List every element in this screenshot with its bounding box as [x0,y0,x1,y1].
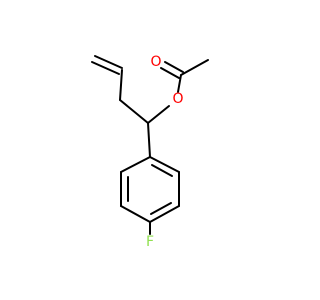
bond-ring-3 [149,205,180,223]
bond-carbonyl-double-a [160,67,180,79]
bond-ester-oxygen-to-carbonyl [177,74,182,93]
bond-ring-3-inner [150,202,172,215]
bond-ring-6 [120,156,151,173]
carbonyl-oxygen-label: O [150,54,161,70]
bond-ring-1-inner [151,164,173,177]
bond-vinyl-double-a [91,61,120,75]
bond-methine-to-ester-oxygen [147,105,170,124]
bond-carbonyl-to-methyl [180,59,209,76]
bond-ring-4 [120,205,151,223]
bond-allyl-to-methine [119,99,149,124]
bond-ring-1 [149,156,180,173]
bond-methine-to-ring [147,122,151,158]
atom-labels: O O F [146,54,184,250]
bonds [91,55,209,235]
molecule-structure: O O F [91,54,209,250]
ester-oxygen-label: O [172,91,183,107]
bond-carbonyl-double-b [164,61,184,73]
bond-vinyl-double-b [94,55,123,69]
bond-vinyl-to-allyl [119,69,123,101]
fluorine-label: F [146,234,154,250]
